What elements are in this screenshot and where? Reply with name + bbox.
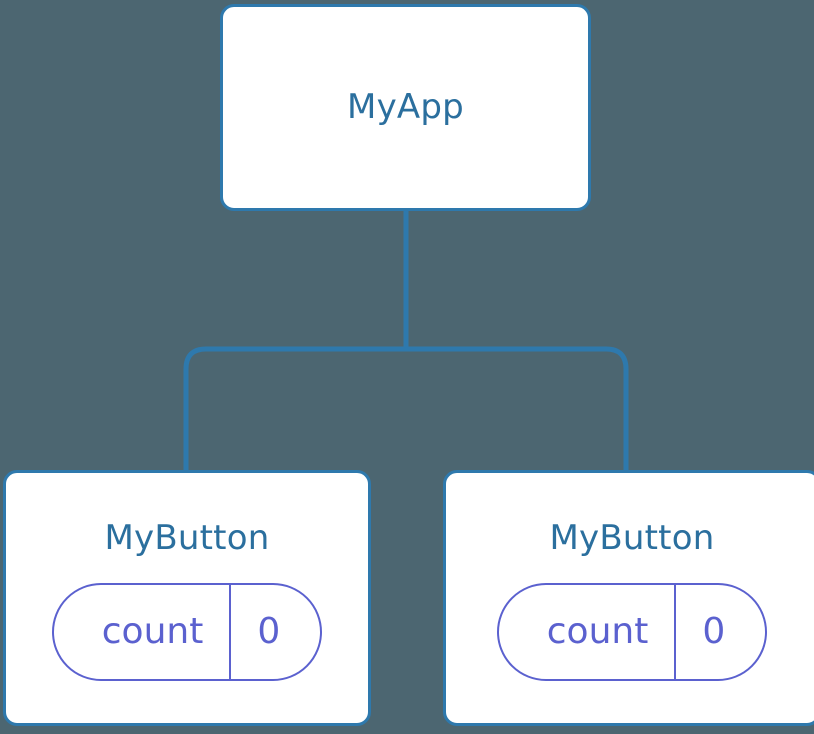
- node-title: MyButton: [104, 518, 270, 558]
- state-pill[interactable]: count 0: [51, 583, 323, 681]
- tree-node-root[interactable]: MyApp: [220, 4, 591, 211]
- state-value-label: 0: [257, 611, 281, 652]
- node-title: MyButton: [549, 518, 715, 558]
- edge-child-bus: [183, 346, 629, 470]
- state-key-label: count: [101, 611, 204, 652]
- state-value-label: 0: [702, 611, 726, 652]
- state-pill[interactable]: count 0: [496, 583, 768, 681]
- tree-node-child-0[interactable]: MyButton count 0: [3, 470, 371, 726]
- state-key-label: count: [546, 611, 649, 652]
- node-title: MyApp: [347, 86, 464, 127]
- state-pill-divider: [674, 585, 677, 679]
- state-pill-divider: [229, 585, 232, 679]
- tree-node-child-1[interactable]: MyButton count 0: [443, 470, 814, 726]
